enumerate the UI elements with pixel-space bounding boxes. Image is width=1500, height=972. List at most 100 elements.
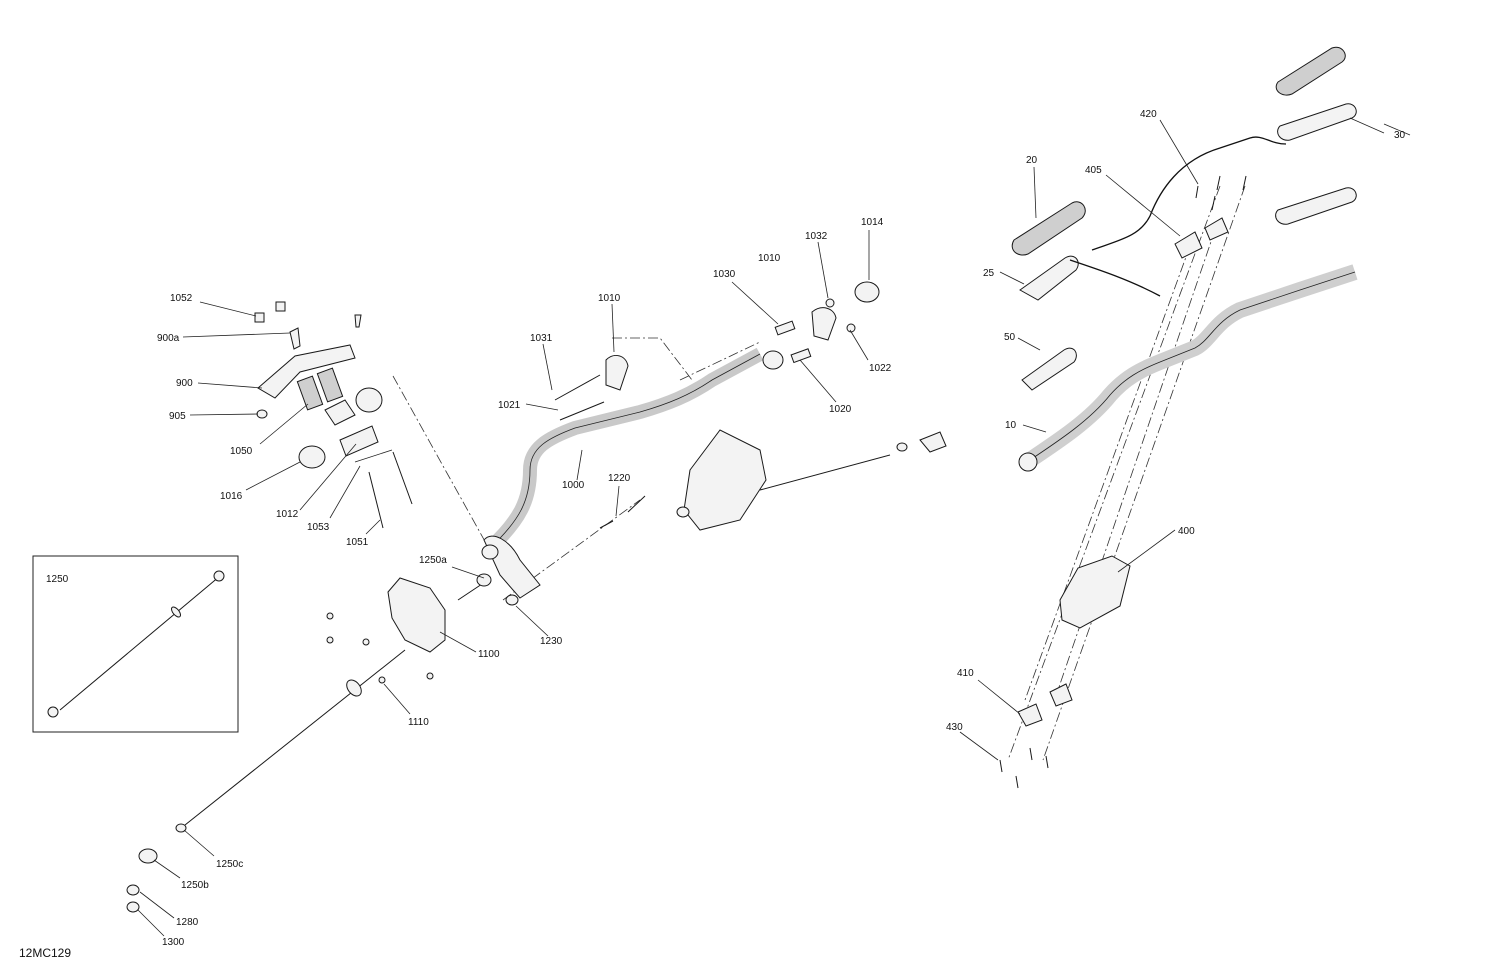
- bolt-1220: [627, 495, 646, 513]
- clamp-1050b: [316, 367, 344, 403]
- heater-wire-2: [1069, 259, 1161, 297]
- bolt-430a: [999, 759, 1003, 773]
- bolt-420c: [1242, 175, 1247, 191]
- inset-rod-end-bottom: [47, 706, 59, 718]
- clamp-1010a: [605, 354, 629, 391]
- cover-1100: [387, 577, 446, 653]
- nut-1052a: [254, 312, 265, 323]
- center-bar-assembly: [481, 281, 880, 606]
- callout-labels: 10 20 25 30 50 400 405 410 420 430 900 9…: [157, 109, 1406, 948]
- tie-rod-1250: [184, 649, 406, 826]
- inset-rod-end-top: [213, 570, 225, 582]
- clamp-405a: [1174, 231, 1203, 259]
- grip-top: [1275, 46, 1346, 96]
- callout-10: 10: [1005, 420, 1017, 431]
- callout-1250a: 1250a: [419, 555, 447, 566]
- bushing-1250a: [481, 544, 499, 560]
- heater-30: [1277, 103, 1357, 141]
- inset-sleeve: [171, 606, 181, 618]
- bolt-top: [354, 314, 362, 328]
- bolt-1021: [559, 401, 605, 421]
- callout-1110: 1110: [408, 717, 429, 728]
- callout-1280: 1280: [176, 917, 199, 928]
- handlebar-right-assembly: [999, 46, 1358, 789]
- rod-sleeve: [346, 679, 362, 697]
- clamp-lower: [324, 399, 356, 426]
- callout-30: 30: [1394, 130, 1406, 141]
- callout-1000: 1000: [562, 480, 585, 491]
- bolt-430c: [1029, 747, 1033, 761]
- grip-20: [1011, 201, 1086, 256]
- bolt-420a: [1195, 185, 1199, 199]
- handlebar-clamp-assembly: [254, 301, 413, 529]
- bolt-420b: [1216, 175, 1221, 191]
- leader-lines: [137, 117, 1411, 937]
- callout-1021: 1021: [498, 400, 521, 411]
- bushing-right: [676, 506, 690, 518]
- callout-1230: 1230: [540, 636, 563, 647]
- callout-20: 20: [1026, 155, 1038, 166]
- nut-1022: [846, 323, 856, 333]
- screw-a: [326, 612, 334, 620]
- callout-1012: 1012: [276, 509, 299, 520]
- bolt-1051a: [368, 471, 384, 529]
- clamp-1010b: [811, 307, 837, 341]
- shim-1053: [354, 449, 393, 463]
- callout-1016: 1016: [220, 491, 243, 502]
- bolt-1031: [554, 374, 601, 401]
- nut-1052b: [275, 301, 286, 312]
- callout-1250c: 1250c: [216, 859, 243, 870]
- spacer-1220: [599, 520, 614, 529]
- bolt-430d: [1045, 755, 1049, 769]
- callout-1022: 1022: [869, 363, 892, 374]
- callout-430: 430: [946, 722, 963, 733]
- callout-1100: 1100: [478, 649, 500, 660]
- grip-25: [1019, 255, 1079, 301]
- callout-900a: 900a: [157, 333, 180, 344]
- callout-1220: 1220: [608, 473, 631, 484]
- callout-905: 905: [169, 411, 186, 422]
- bolt-1250a: [457, 583, 483, 601]
- screw-b: [326, 636, 334, 644]
- nut-right: [896, 442, 908, 452]
- inset-1250: 1250: [32, 555, 239, 733]
- callout-1031: 1031: [530, 333, 553, 344]
- nut-905: [256, 409, 268, 419]
- handlebar-10: [1029, 271, 1356, 461]
- cover-right: [683, 429, 767, 531]
- callout-1052: 1052: [170, 293, 193, 304]
- callout-50: 50: [1004, 332, 1016, 343]
- bracket-900: [257, 344, 356, 399]
- clamp-410b: [1049, 683, 1073, 707]
- handlebar-end: [1018, 452, 1038, 472]
- callout-1010-left: 1010: [598, 293, 621, 304]
- ring-1016: [298, 445, 326, 469]
- heater-wire: [1091, 136, 1287, 251]
- callout-1053: 1053: [307, 522, 330, 533]
- clamp-410a: [1017, 703, 1043, 727]
- callout-1300: 1300: [162, 937, 185, 948]
- callout-1014: 1014: [861, 217, 884, 228]
- bolt-430b: [1015, 775, 1019, 789]
- washer-1230: [505, 594, 519, 606]
- bolt-900a: [289, 327, 301, 350]
- callout-420: 420: [1140, 109, 1157, 120]
- pin-1020: [790, 348, 812, 364]
- callout-25: 25: [983, 268, 995, 279]
- figure-id: 12MC129: [19, 946, 71, 960]
- inset-label: 1250: [46, 574, 69, 585]
- inset-tie-rod: [59, 575, 221, 711]
- pin-1030: [774, 320, 796, 336]
- ring-1014: [854, 281, 880, 303]
- cover-and-tie-rod-right: [676, 429, 947, 531]
- callout-405: 405: [1085, 165, 1102, 176]
- callout-410: 410: [957, 668, 974, 679]
- callout-1030: 1030: [713, 269, 736, 280]
- screw-1110: [378, 676, 386, 684]
- sleeve-50: [1021, 347, 1077, 391]
- inset-frame: [32, 555, 239, 733]
- bolt-1051b: [392, 451, 413, 505]
- callout-1020: 1020: [829, 404, 852, 415]
